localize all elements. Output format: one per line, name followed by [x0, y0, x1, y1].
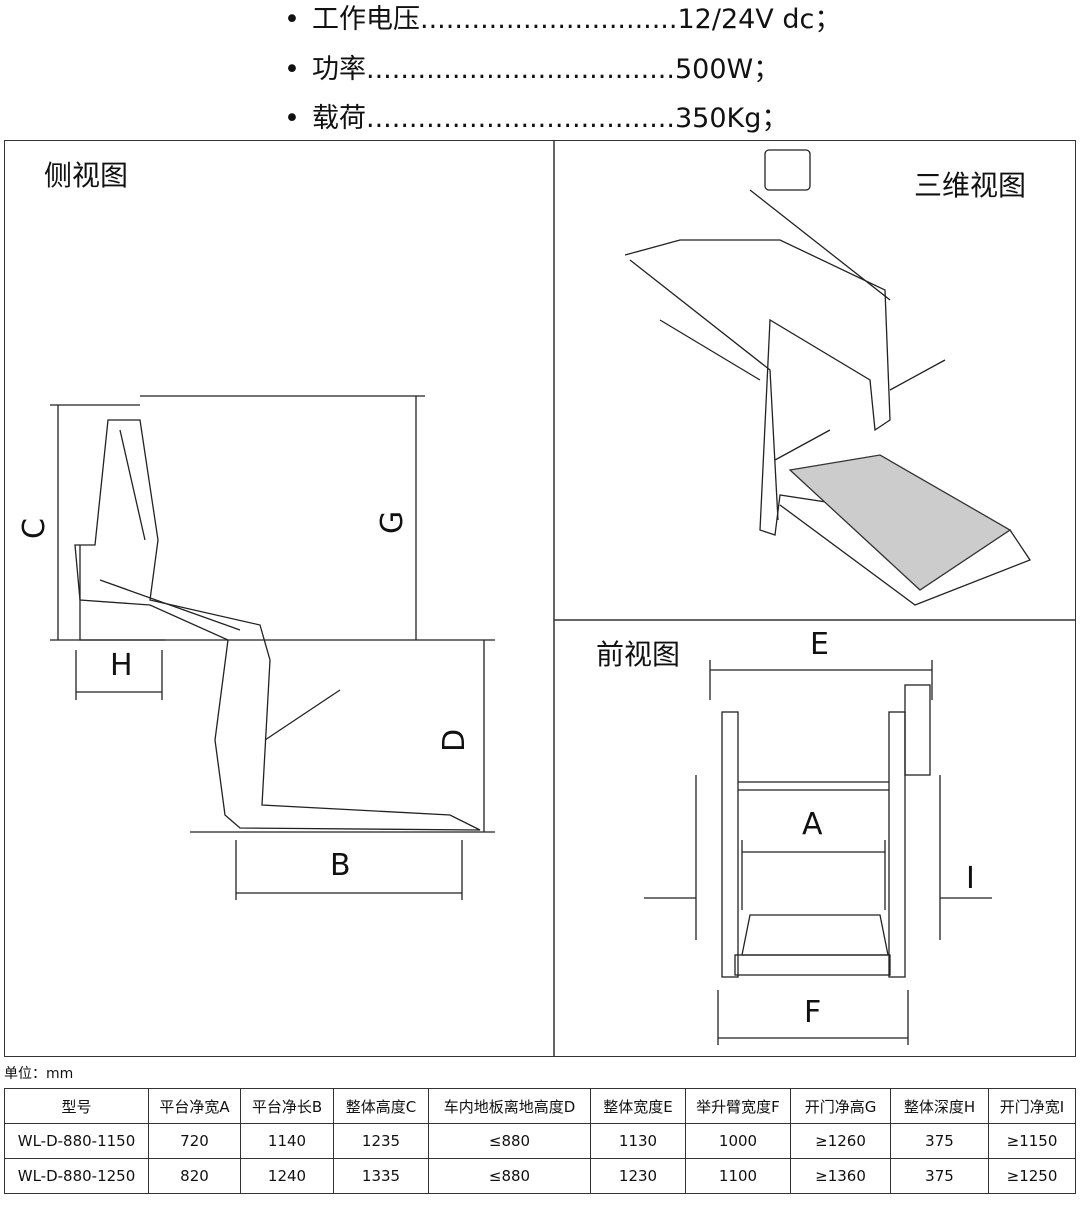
- dim-label-i: I: [966, 861, 975, 896]
- 3d-view-title: 三维视图: [914, 169, 1026, 202]
- cell: 1000: [685, 1123, 791, 1159]
- header-i: 开门净宽I: [988, 1088, 1076, 1124]
- cell: ≥1260: [790, 1123, 891, 1159]
- dim-label-e: E: [810, 627, 829, 662]
- cell: ≥1250: [988, 1158, 1076, 1194]
- header-model: 型号: [4, 1088, 149, 1124]
- drawing-frame: [4, 140, 1076, 1057]
- cell: 1230: [590, 1158, 686, 1194]
- cell: 720: [148, 1123, 241, 1159]
- cell: ≤880: [428, 1123, 591, 1159]
- side-view-drawing: [50, 395, 495, 900]
- cell: ≥1150: [988, 1123, 1076, 1159]
- header-b: 平台净长B: [240, 1088, 334, 1124]
- header-g: 开门净高G: [790, 1088, 891, 1124]
- 3d-view-drawing: [624, 149, 1031, 606]
- header-f: 举升臂宽度F: [685, 1088, 791, 1124]
- spec-power: •功率....................................5…: [284, 54, 781, 85]
- unit-label: 单位：mm: [4, 1066, 74, 1082]
- dim-label-f: F: [804, 995, 821, 1030]
- front-view-drawing: [644, 660, 992, 1045]
- dim-label-d: D: [437, 729, 472, 752]
- front-view-title: 前视图: [596, 638, 680, 671]
- cell: 375: [890, 1158, 989, 1194]
- spec-voltage: •工作电压..............................12/24…: [284, 4, 842, 35]
- cell: 1140: [240, 1123, 334, 1159]
- side-view-title: 侧视图: [44, 159, 128, 192]
- table-header-row: 型号 平台净宽A 平台净长B 整体高度C 车内地板离地高度D 整体宽度E 举升臂…: [4, 1088, 1076, 1124]
- cell: 1130: [590, 1123, 686, 1159]
- cell: 375: [890, 1123, 989, 1159]
- header-h: 整体深度H: [890, 1088, 989, 1124]
- dim-label-c: C: [17, 518, 52, 539]
- cell: 1240: [240, 1158, 334, 1194]
- cell: ≤880: [428, 1158, 591, 1194]
- cell: 820: [148, 1158, 241, 1194]
- cell: WL-D-880-1250: [4, 1158, 149, 1194]
- header-a: 平台净宽A: [148, 1088, 241, 1124]
- cell: 1235: [333, 1123, 429, 1159]
- header-d: 车内地板离地高度D: [428, 1088, 591, 1124]
- spec-table: 型号 平台净宽A 平台净长B 整体高度C 车内地板离地高度D 整体宽度E 举升臂…: [4, 1088, 1076, 1194]
- dim-label-a: A: [802, 807, 823, 842]
- cell: WL-D-880-1150: [4, 1123, 149, 1159]
- dim-label-h: H: [110, 648, 133, 683]
- cell: ≥1360: [790, 1158, 891, 1194]
- cell: 1335: [333, 1158, 429, 1194]
- header-e: 整体宽度E: [590, 1088, 686, 1124]
- table-row: WL-D-880-1150 720 1140 1235 ≤880 1130 10…: [4, 1123, 1076, 1159]
- technical-drawings: 侧视图 三维视图 前视图 C G D H B E A I F: [17, 140, 1076, 1057]
- dim-label-g: G: [375, 511, 410, 534]
- header-c: 整体高度C: [333, 1088, 429, 1124]
- cell: 1100: [685, 1158, 791, 1194]
- spec-load: •载荷....................................3…: [284, 103, 789, 134]
- dim-label-b: B: [330, 848, 351, 883]
- table-row: WL-D-880-1250 820 1240 1335 ≤880 1230 11…: [4, 1158, 1076, 1194]
